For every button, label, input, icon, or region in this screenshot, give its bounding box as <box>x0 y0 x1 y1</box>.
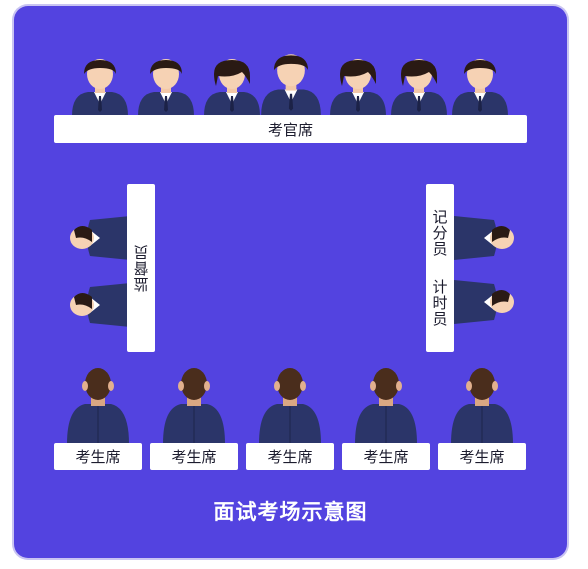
candidate-figure <box>257 364 323 448</box>
candidate-seat-label: 考生席 <box>75 448 121 466</box>
examiner-figure <box>328 54 388 120</box>
timer-figure <box>454 276 516 332</box>
candidate-seat-label: 考生席 <box>267 448 313 466</box>
candidate-figure <box>161 364 227 448</box>
candidate-figure <box>449 364 515 448</box>
candidate-seat-label: 考生席 <box>459 448 505 466</box>
candidate-seat: 考生席 <box>54 443 142 470</box>
candidate-seat: 考生席 <box>246 443 334 470</box>
scorer-figure <box>454 212 516 268</box>
candidate-seat-label: 考生席 <box>171 448 217 466</box>
examiner-figure <box>70 54 130 120</box>
examiner-table-label: 考官席 <box>267 120 313 139</box>
candidate-seat: 考生席 <box>150 443 238 470</box>
examiner-figure <box>202 54 262 120</box>
scorer-table-label: 记分员 <box>430 209 449 257</box>
supervisor-table-label: 监督员 <box>132 244 151 292</box>
examiner-figure <box>389 54 449 120</box>
scorer-timer-table: 记分员 计时员 <box>426 184 454 352</box>
examiner-figure <box>136 54 196 120</box>
supervisor-figure <box>68 279 130 335</box>
candidate-seat-label: 考生席 <box>363 448 409 466</box>
examiner-table: 考官席 <box>54 115 527 143</box>
timer-table-label: 计时员 <box>430 279 449 327</box>
exam-room-diagram: 考官席 监督员 记分员 <box>14 6 567 558</box>
supervisor-table: 监督员 <box>127 184 155 352</box>
supervisor-figure <box>68 212 130 268</box>
examiner-figure <box>450 54 510 120</box>
candidate-seat: 考生席 <box>342 443 430 470</box>
candidate-figure <box>65 364 131 448</box>
candidate-seat: 考生席 <box>438 443 526 470</box>
candidate-figure <box>353 364 419 448</box>
examiner-figure <box>259 48 323 120</box>
diagram-title: 面试考场示意图 <box>213 500 368 524</box>
